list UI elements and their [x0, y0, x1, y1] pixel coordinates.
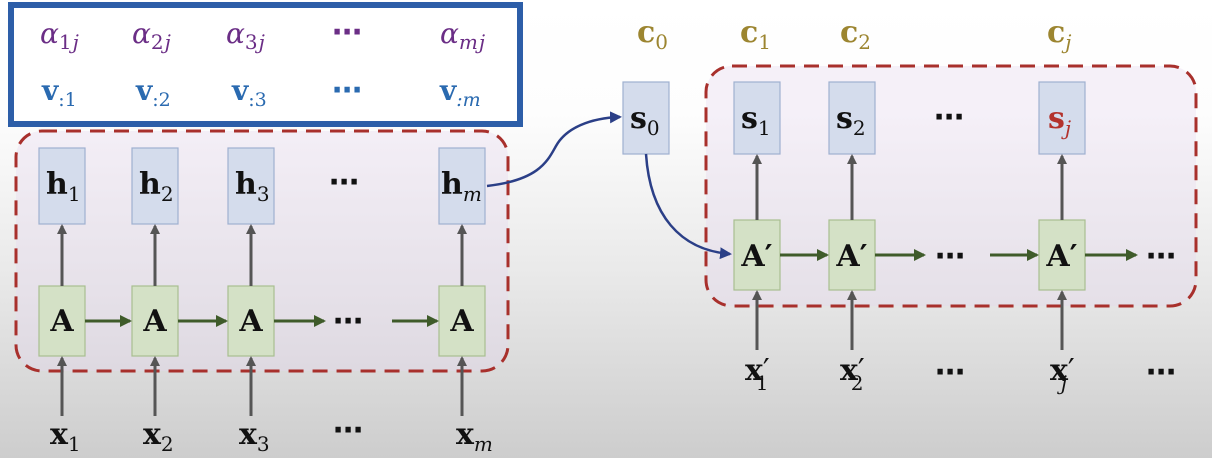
alpha-mj: αmj	[440, 17, 485, 54]
encoder-hidden-box-2	[131, 147, 179, 225]
encoder-hidden-box-m	[438, 147, 486, 225]
decoder-state-j: sj	[1048, 101, 1071, 140]
decoder-input-2: x′2	[840, 353, 865, 395]
attention-weights-box	[8, 2, 523, 127]
encoder-hidden-ellipsis: ⋯	[329, 165, 359, 200]
decoder-state-ellipsis: ⋯	[934, 100, 964, 135]
encoder-input-m: xm	[456, 417, 493, 456]
decoder-initial-state-box	[622, 81, 670, 155]
encoder-cell-1	[38, 285, 86, 357]
alpha-2j: α2j	[132, 17, 171, 54]
value-m: v:m	[439, 74, 481, 111]
encoder-to-decoder-arrow	[486, 111, 622, 188]
decoder-cell-label-1: A′	[740, 239, 772, 274]
encoder-input-2: x2	[143, 417, 174, 456]
decoder-state-box-1	[733, 81, 781, 155]
value-1: v:1	[41, 74, 77, 111]
decoder-cell-label-2: A′	[835, 239, 867, 274]
encoder-hidden-m: hm	[441, 167, 482, 206]
encoder-cell-2	[131, 285, 179, 357]
encoder-cell-m	[438, 285, 486, 357]
decoder-state-box-2	[828, 81, 876, 155]
decoder-state-2: s2	[836, 101, 866, 140]
encoder-cell-label-2: A	[142, 304, 167, 339]
context-2: c2	[840, 15, 871, 54]
decoder-state-1: s1	[741, 101, 771, 140]
encoder-input-3: x3	[239, 417, 270, 456]
decoder-cell-ellipsis: ⋯	[935, 239, 965, 274]
context-j: cj	[1047, 15, 1071, 54]
decoder-input-ellipsis: ⋯	[935, 355, 965, 390]
encoder-input-ellipsis: ⋯	[333, 413, 363, 448]
alpha-ellipsis: ⋯	[332, 15, 362, 50]
decoder-state-box-j	[1038, 81, 1086, 155]
context-0: c0	[637, 15, 668, 54]
encoder-hidden-box-3	[227, 147, 275, 225]
alpha-1j: α1j	[40, 17, 79, 54]
initial-state-to-decoder-arrow	[644, 153, 732, 260]
context-1: c1	[740, 15, 771, 54]
value-row: v:1 v:2 v:3 ⋯ v:m	[41, 73, 481, 111]
decoder-input-j: x′j	[1050, 353, 1075, 395]
decoder-cell-trailing-ellipsis: ⋯	[1146, 239, 1176, 274]
encoder-cell-label-1: A	[49, 304, 74, 339]
encoder-cell-label-3: A	[238, 304, 263, 339]
decoder-initial-state: s0	[630, 101, 660, 140]
alpha-row: α1j α2j α3j ⋯ αmj	[40, 15, 485, 54]
encoder-hidden-1: h1	[46, 167, 81, 206]
decoder-cell-label-j: A′	[1045, 239, 1077, 274]
encoder-cell-ellipsis: ⋯	[333, 304, 363, 339]
alpha-3j: α3j	[226, 17, 265, 54]
encoder-cell-label-m: A	[449, 304, 474, 339]
value-ellipsis: ⋯	[332, 73, 362, 108]
value-2: v:2	[135, 74, 171, 111]
decoder-input-trailing-ellipsis: ⋯	[1146, 355, 1176, 390]
value-3: v:3	[231, 74, 267, 111]
decoder-input-1: x′1	[745, 353, 770, 395]
encoder-hidden-3: h3	[235, 167, 270, 206]
encoder-input-1: x1	[50, 417, 81, 456]
encoder-hidden-2: h2	[139, 167, 174, 206]
